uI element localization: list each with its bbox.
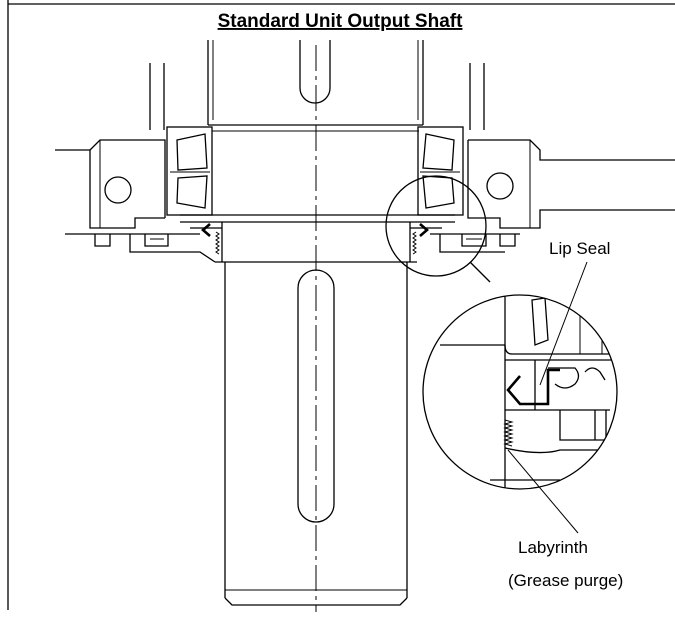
grease-purge-label: (Grease purge) <box>508 571 623 590</box>
detail-reference-circle <box>385 175 487 277</box>
lip-seal-label: Lip Seal <box>549 239 610 258</box>
right-bearing <box>417 126 464 216</box>
left-bearing <box>166 126 213 216</box>
right-housing <box>430 63 675 253</box>
drawing-frame <box>7 0 675 610</box>
drawing-title: Standard Unit Output Shaft <box>218 11 464 32</box>
lip-seal-leader <box>539 261 588 386</box>
seal-rings <box>180 214 455 255</box>
magnified-seal-detail <box>422 294 618 490</box>
labyrinth-leader <box>507 449 579 534</box>
left-housing <box>55 63 216 263</box>
labyrinth-label: Labyrinth <box>518 538 588 557</box>
